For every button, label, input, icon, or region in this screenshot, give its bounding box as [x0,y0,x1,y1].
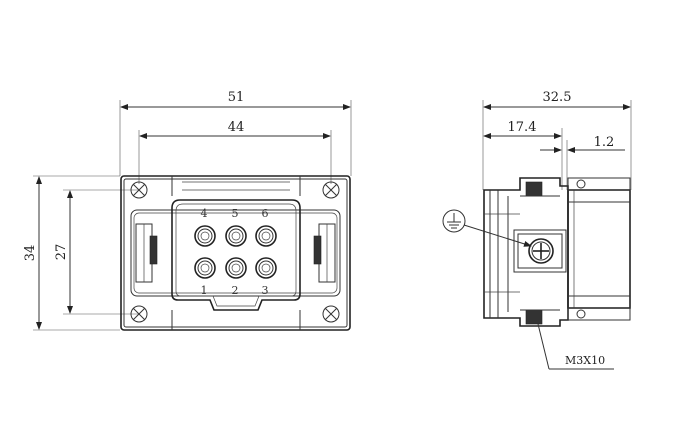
side-view: 32.5 17.4 1.2 [442,90,632,370]
dim-label-front-depth: 17.4 [508,120,537,135]
dim-label-depth: 32.5 [543,90,572,105]
pin-contact-2 [225,257,247,279]
dimension-front-depth: 17.4 [483,120,563,190]
mounting-screw-icon [130,181,148,199]
pin-number-2: 2 [232,284,239,297]
pin-insert [171,199,301,311]
pin-contact-4 [194,225,216,247]
mounting-screw-icon [322,181,340,199]
dim-label-hole-spacing: 44 [228,120,245,135]
pin-number-5: 5 [232,207,239,220]
screw-callout: M3X10 [537,323,614,370]
pin-contact-5 [225,225,247,247]
pin-number-3: 3 [262,284,269,297]
dimension-flange: 1.2 [540,135,625,190]
pin-number-4: 4 [201,207,208,220]
pin-contacts [194,225,277,279]
pin-number-1: 1 [201,284,208,297]
dimension-hole-vertical: 27 [54,189,139,315]
dimension-depth: 32.5 [482,90,632,190]
pin-contact-1 [194,257,216,279]
pin-numbers: 4 5 6 1 2 3 [201,207,269,297]
dim-label-flange: 1.2 [594,135,615,150]
front-housing [120,175,351,331]
dim-label-hole-vertical: 27 [54,244,69,261]
pin-contact-3 [255,257,277,279]
ground-screw-icon [528,238,554,264]
side-housing [483,177,631,327]
dim-label-overall-width: 51 [228,90,245,105]
dimension-hole-spacing: 44 [138,120,332,184]
mounting-screws [130,181,340,323]
front-view: 51 44 34 27 [23,90,352,331]
dimension-overall-width: 51 [119,90,352,176]
pin-contact-6 [255,225,277,247]
dim-label-overall-height: 34 [23,245,38,262]
mounting-screw-icon [322,305,340,323]
mounting-screw-icon [130,305,148,323]
ground-symbol-icon [442,209,532,247]
pin-number-6: 6 [262,207,269,220]
dimension-overall-height: 34 [23,175,120,331]
screw-callout-label: M3X10 [565,354,605,367]
